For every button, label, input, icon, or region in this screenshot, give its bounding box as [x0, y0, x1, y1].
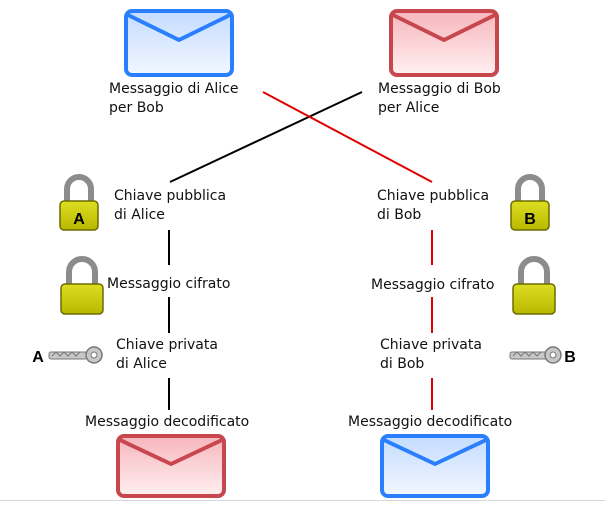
padlock-icon-bob-public	[510, 174, 550, 231]
bottom-divider	[0, 500, 605, 501]
key-letter-bob: B	[564, 349, 576, 366]
padlock-letter-bob: B	[524, 211, 536, 228]
alice-decoded-label: Messaggio decodificato	[85, 414, 250, 430]
key-icon-bob-private	[509, 346, 562, 364]
alice-message-label: Messaggio di Alice per Bob	[109, 81, 239, 116]
alice-public-key-label: Chiave pubblica di Alice	[114, 188, 227, 223]
alice-path-diagonal	[169, 91, 363, 183]
padlock-icon-alice-public	[59, 174, 99, 231]
envelope-icon-bob-decoded	[380, 434, 490, 498]
bob-private-key-label: Chiave privata di Bob	[380, 337, 482, 372]
bob-message-label: Messaggio di Bob per Alice	[378, 81, 501, 116]
padlock-icon-alice-encrypted	[60, 256, 104, 315]
envelope-icon-alice-message	[124, 9, 234, 77]
padlock-letter-alice: A	[73, 211, 85, 228]
padlock-icon-bob-encrypted	[512, 256, 556, 315]
alice-encrypted-label: Messaggio cifrato	[107, 276, 231, 292]
bob-decoded-label: Messaggio decodificato	[348, 414, 513, 430]
key-letter-alice: A	[32, 349, 44, 366]
alice-private-key-label: Chiave privata di Alice	[116, 337, 218, 372]
bob-path-diagonal	[262, 91, 433, 183]
envelope-icon-bob-message	[389, 9, 499, 77]
bob-public-key-label: Chiave pubblica di Bob	[377, 188, 490, 223]
bob-encrypted-label: Messaggio cifrato	[371, 277, 495, 293]
envelope-icon-alice-decoded	[116, 434, 226, 498]
key-icon-alice-private	[48, 346, 103, 364]
